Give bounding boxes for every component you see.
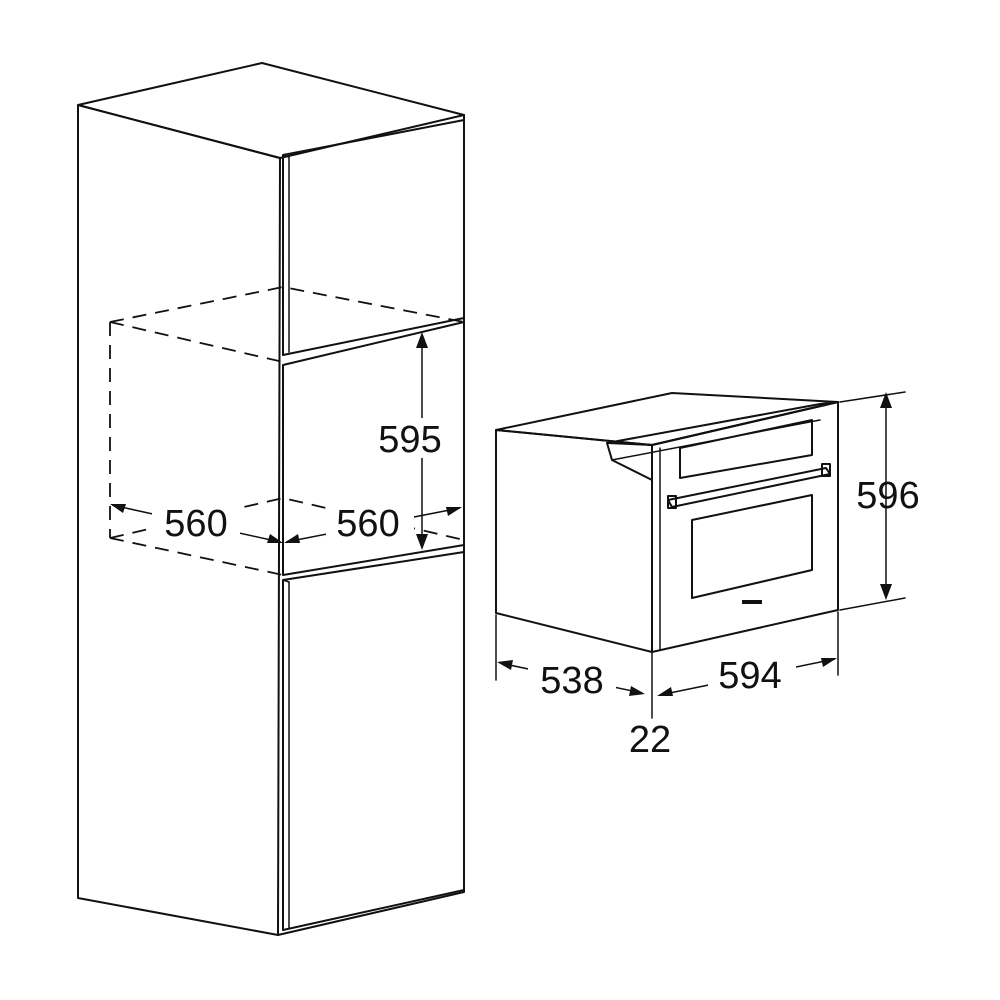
oven-window — [691, 494, 813, 599]
oven-top — [495, 392, 839, 446]
dim-niche-depth: 560 — [284, 503, 462, 545]
dim-oven-height: 596 — [839, 391, 920, 611]
control-display — [679, 419, 813, 479]
label-niche-width: 560 — [164, 503, 227, 545]
tall-cabinet — [77, 62, 465, 936]
label-door-offset: 22 — [629, 719, 671, 761]
dim-oven-depth: 538 — [495, 614, 653, 719]
label-niche-height: 595 — [378, 419, 441, 461]
label-oven-depth: 538 — [540, 660, 603, 702]
cabinet-top — [77, 62, 465, 159]
dim-niche-width: 560 — [110, 503, 283, 545]
door-handle — [667, 467, 831, 508]
oven — [495, 392, 839, 653]
label-oven-width: 594 — [718, 655, 781, 697]
dim-niche-height: 595 — [370, 332, 448, 550]
oven-side — [495, 429, 653, 653]
lower-door — [282, 551, 465, 931]
dim-oven-width: 594 — [657, 611, 839, 697]
brand-logo — [742, 600, 762, 604]
upper-door — [282, 119, 465, 356]
control-panel-top — [606, 401, 839, 446]
dim-door-offset: 22 — [629, 719, 671, 761]
label-niche-depth: 560 — [336, 503, 399, 545]
label-oven-height: 596 — [856, 475, 919, 517]
